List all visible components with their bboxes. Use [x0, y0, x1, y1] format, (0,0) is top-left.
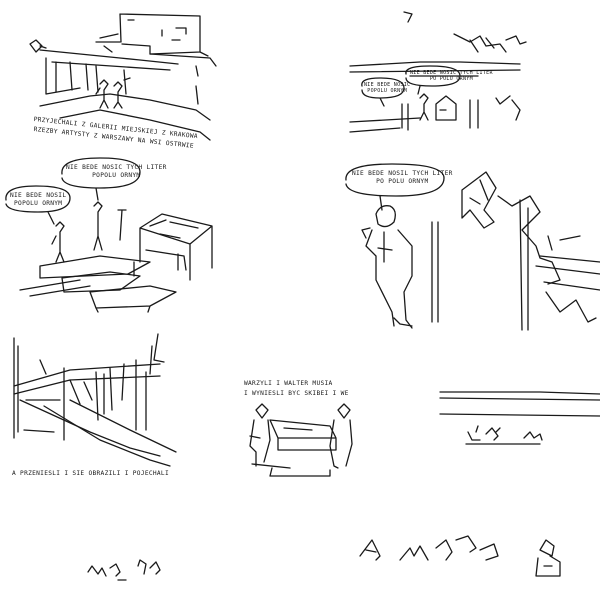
panel-2-drawing	[349, 11, 527, 133]
panel-1-drawing	[29, 13, 217, 141]
panel-5-drawing	[13, 333, 177, 467]
panel-4-drawing	[345, 163, 600, 331]
bottom-left-figures	[87, 559, 161, 581]
bottom-right-letters	[359, 535, 561, 577]
panel-5-caption: A PRZENIESLI I SIE OBRAZILI I POJECHALI	[12, 470, 169, 477]
panel-2-bubble-left: NIE BEDE NOSIC POPOLU ORNYM	[364, 82, 411, 94]
panel-7-drawing	[439, 391, 600, 445]
panel-3-bubble-left: NIE BEDE NOSIL POPOLU ORNYM	[10, 192, 67, 207]
panel-2-bubble-right: NIE BEDE NOSIC TYCH LITER PO POLU ORNYM	[410, 70, 493, 82]
panel-3-bubble-right: NIE BEDE NOSIC TYCH LITER POPOLU ORNYM	[66, 164, 167, 179]
panel-3-drawing	[5, 157, 213, 313]
panel-6-caption-line-1: WARZYLI I WALTER MUSIA	[244, 380, 333, 387]
panel-4-bubble: NIE BEDE NOSIL TYCH LITER PO POLU ORNYM	[352, 170, 453, 185]
panel-6-caption-line-2: I WYNIESLI BYC SKIBEI I WE	[244, 390, 349, 397]
panel-6-drawing	[249, 403, 353, 477]
